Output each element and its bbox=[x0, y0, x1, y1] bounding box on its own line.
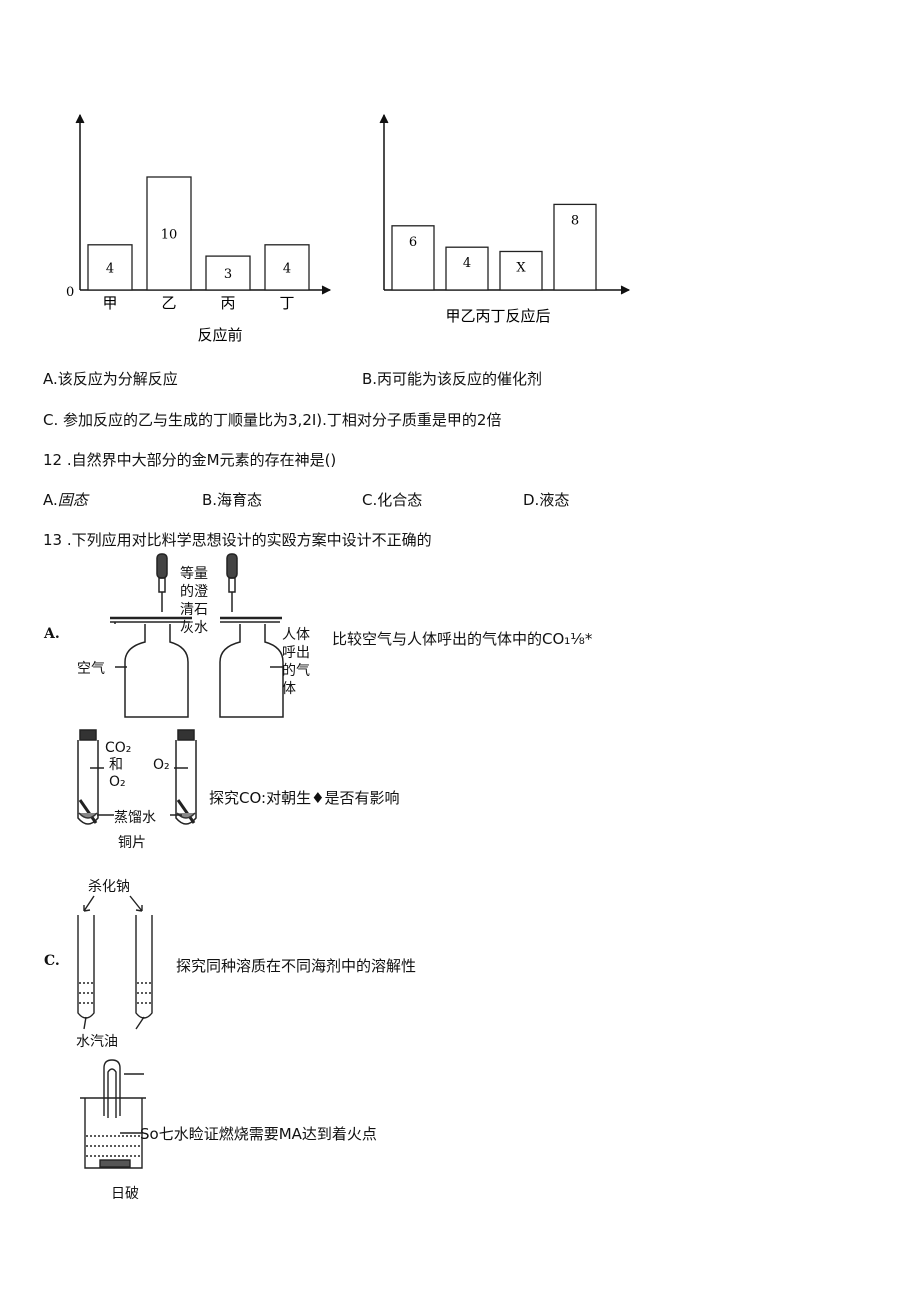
q13-c-solvents: 水汽油 bbox=[76, 1034, 118, 1050]
bar bbox=[445, 246, 489, 291]
q13-stem: 13 .下列应用对比料学思想设计的实殴方案中设计不正确的 bbox=[43, 531, 432, 549]
bar bbox=[146, 176, 192, 291]
q13-d-desc: So七水睑证燃烧需要MA达到着火点 bbox=[140, 1125, 377, 1143]
q13-c-diagram-tubes bbox=[77, 895, 153, 1030]
q11-option-cd: C. 参加反应的乙与生成的丁顺量比为3,2I).丁相对分子质重是甲的2倍 bbox=[43, 411, 502, 429]
q13-a-left-gas: 空气 bbox=[77, 661, 105, 677]
q13-a-diagram-bottles bbox=[110, 553, 284, 718]
drop-label-line: 等量 bbox=[180, 566, 208, 582]
bar-value-label: 4 bbox=[463, 256, 471, 271]
left-gas-line: CO₂ bbox=[105, 740, 132, 756]
bar bbox=[87, 244, 133, 291]
q13-b-right-gas: O₂ bbox=[153, 757, 170, 773]
right-gas-line: 人体 bbox=[282, 627, 310, 643]
q11-option-b: B.丙可能为该反应的催化剂 bbox=[362, 370, 543, 388]
q12-stem: 12 .自然界中大部分的金M元素的存在神是() bbox=[43, 451, 337, 469]
right-gas-line: 的气 bbox=[282, 663, 310, 679]
bar bbox=[205, 255, 251, 291]
y-axis-arrow bbox=[379, 113, 389, 124]
q13-b-diagram-tubes bbox=[77, 729, 197, 825]
q13-c-solute: 杀化钠 bbox=[88, 879, 130, 895]
category-label: 甲 bbox=[102, 294, 117, 312]
bar-value-label: 10 bbox=[161, 228, 178, 243]
bar-value-label: 6 bbox=[409, 235, 417, 250]
y-axis-arrow bbox=[75, 113, 85, 124]
right-gas-line: 呼出 bbox=[282, 645, 310, 661]
q13-a-desc: 比较空气与人体呼出的气体中的CO₁⅛* bbox=[332, 630, 593, 648]
bar-value-label: X bbox=[516, 260, 526, 275]
origin-label: 0 bbox=[66, 285, 74, 300]
q13-b-left-gas: CO₂ 和 O₂ bbox=[105, 740, 131, 791]
q12-option-c: C.化合态 bbox=[362, 491, 423, 509]
q13-c-letter: C. bbox=[44, 953, 60, 969]
bar bbox=[264, 244, 310, 291]
q13-a-letter: A. bbox=[44, 626, 60, 642]
q13-d-diagram-beaker bbox=[80, 1059, 146, 1169]
drop-label-line: 的澄 bbox=[180, 584, 208, 600]
q13-b-water: 蒸馏水 bbox=[114, 810, 156, 826]
bar-chart-after: 6 4 X 8 甲乙丙丁反应后 bbox=[379, 113, 631, 325]
category-label: 丙 bbox=[220, 294, 235, 312]
x-axis-arrow bbox=[620, 285, 631, 295]
q13-b-copper: 铜片 bbox=[118, 835, 146, 851]
q13-b-desc: 探究CO:对朝生♦是否有影响 bbox=[209, 789, 400, 807]
bar bbox=[553, 203, 597, 291]
x-axis-arrow bbox=[321, 285, 332, 295]
drop-label-line: 清石 bbox=[180, 602, 208, 618]
drop-label-line: 灰水 bbox=[180, 620, 208, 636]
q13-c-desc: 探究同种溶质在不同海剂中的溶解性 bbox=[176, 957, 417, 975]
q12-option-a: A.固态 bbox=[43, 489, 88, 510]
q13-a-drop-label: 等量 的澄 清石 灰水 bbox=[180, 565, 208, 637]
q13-d-bottom: 日破 bbox=[111, 1186, 139, 1202]
bar-value-label: 4 bbox=[283, 261, 291, 276]
bar bbox=[391, 225, 435, 291]
q11-option-a: A.该反应为分解反应 bbox=[43, 370, 178, 388]
left-gas-line: O₂ bbox=[109, 774, 126, 790]
x-axis-label: 反应前 bbox=[197, 326, 242, 344]
bar-value-label: 4 bbox=[106, 261, 114, 276]
q13-a-right-gas: 人体 呼出 的气 体 bbox=[282, 626, 310, 698]
q12-option-b: B.海育态 bbox=[202, 491, 263, 509]
category-label: 丁 bbox=[279, 294, 294, 312]
left-gas-line: 和 bbox=[109, 757, 123, 773]
q12-option-a-text: 固态 bbox=[57, 491, 88, 509]
category-label: 乙 bbox=[161, 294, 176, 312]
bar-value-label: 3 bbox=[224, 267, 232, 282]
q12-option-d: D.液态 bbox=[523, 491, 570, 509]
bar bbox=[499, 250, 543, 291]
bar-value-label: 8 bbox=[571, 213, 579, 228]
right-gas-line: 体 bbox=[282, 681, 296, 697]
q12-option-a-letter: A. bbox=[43, 491, 58, 509]
x-axis-label: 甲乙丙丁反应后 bbox=[445, 307, 550, 325]
